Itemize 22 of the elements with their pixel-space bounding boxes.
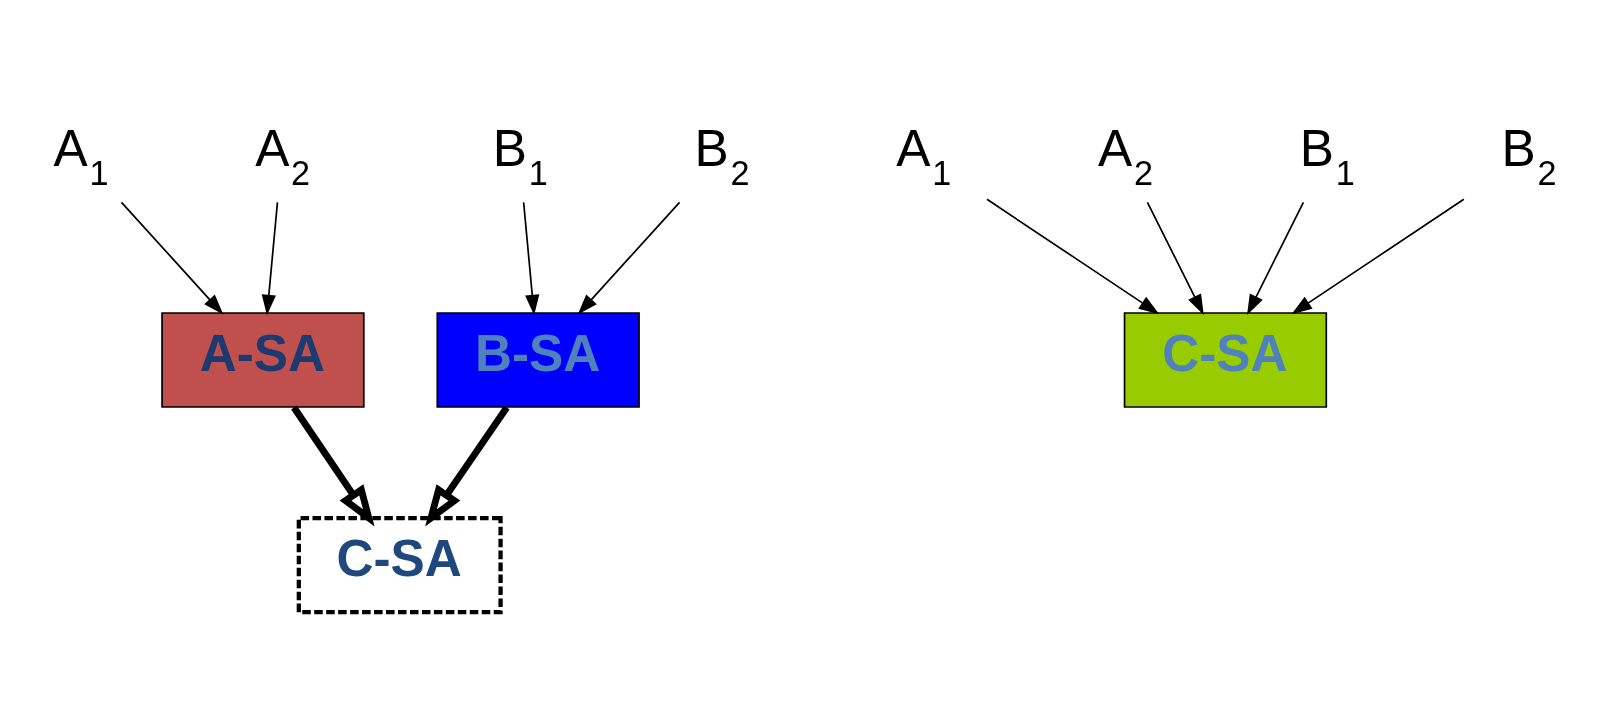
arrow [577,201,681,315]
node-text: B$_{2}$ [1501,119,1557,192]
arrow [120,201,224,315]
arrow [1291,198,1465,315]
node-text: A$_{1}$ [53,119,109,192]
arrow [291,405,375,527]
arrow [522,201,540,316]
node-text: A$_{2}$ [255,119,311,192]
arrow [986,198,1160,315]
arrow [1146,201,1204,315]
node-text: B$_{2}$ [694,119,750,192]
node-box: A-SA [161,312,365,408]
node-box: B-SA [436,312,640,408]
node-text: A$_{1}$ [896,119,952,192]
node-text: B$_{1}$ [492,119,548,192]
node-box: C-SA [1123,312,1328,408]
node-text: A$_{2}$ [1098,119,1153,192]
arrow [1247,201,1305,315]
arrow [261,201,279,316]
node-text: B$_{1}$ [1299,119,1355,192]
arrow [425,405,510,527]
node-box: C-SA [296,516,503,615]
